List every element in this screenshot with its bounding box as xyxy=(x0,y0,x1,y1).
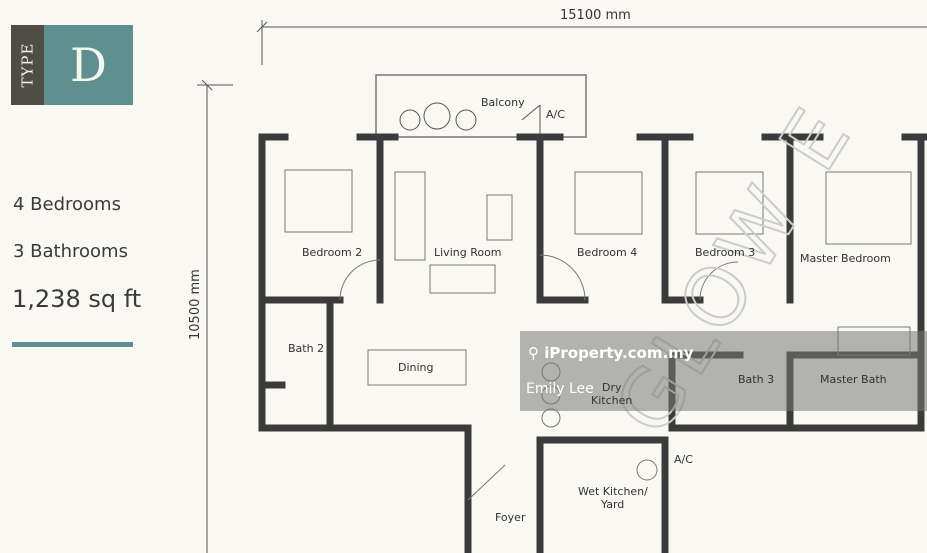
room-ac-bottom: A/C xyxy=(674,453,693,466)
dimension-lines xyxy=(197,20,927,553)
type-letter: D xyxy=(44,25,133,105)
accent-divider xyxy=(12,342,133,347)
floor-area: 1,238 sq ft xyxy=(12,285,142,313)
room-ac-top: A/C xyxy=(546,108,565,121)
room-wet-kitchen-1: Wet Kitchen/ xyxy=(578,485,648,498)
room-bedroom-4: Bedroom 4 xyxy=(577,246,637,259)
room-bath-3: Bath 3 xyxy=(738,373,774,386)
type-label-box: TYPE xyxy=(11,25,44,105)
room-balcony: Balcony xyxy=(481,96,525,109)
room-dry-kitchen-1: Dry xyxy=(602,381,622,394)
watermark-band xyxy=(520,331,927,411)
height-dimension: 10500 mm xyxy=(188,269,203,340)
unit-type-badge: TYPE D xyxy=(11,25,133,105)
bedrooms-count: 4 Bedrooms xyxy=(13,194,121,215)
watermark-user: Emily Lee xyxy=(526,381,594,397)
room-living: Living Room xyxy=(434,246,502,259)
watermark-site-text: iProperty.com.my xyxy=(544,344,694,362)
bathrooms-count: 3 Bathrooms xyxy=(13,241,128,262)
location-pin-icon: ⚲ xyxy=(528,344,539,362)
room-dining: Dining xyxy=(398,361,434,374)
balcony-furniture xyxy=(399,102,541,137)
room-master-bedroom: Master Bedroom xyxy=(800,252,891,265)
room-wet-kitchen-2: Yard xyxy=(600,498,624,511)
room-bedroom-2: Bedroom 2 xyxy=(302,246,362,259)
room-bedroom-3: Bedroom 3 xyxy=(695,246,755,259)
watermark-site: ⚲ iProperty.com.my xyxy=(528,344,694,362)
room-dry-kitchen-2: Kitchen xyxy=(591,394,632,407)
room-bath-2: Bath 2 xyxy=(288,342,324,355)
width-dimension: 15100 mm xyxy=(560,8,631,23)
balcony-outline xyxy=(375,74,587,138)
room-foyer: Foyer xyxy=(495,511,526,524)
room-master-bath: Master Bath xyxy=(820,373,887,386)
